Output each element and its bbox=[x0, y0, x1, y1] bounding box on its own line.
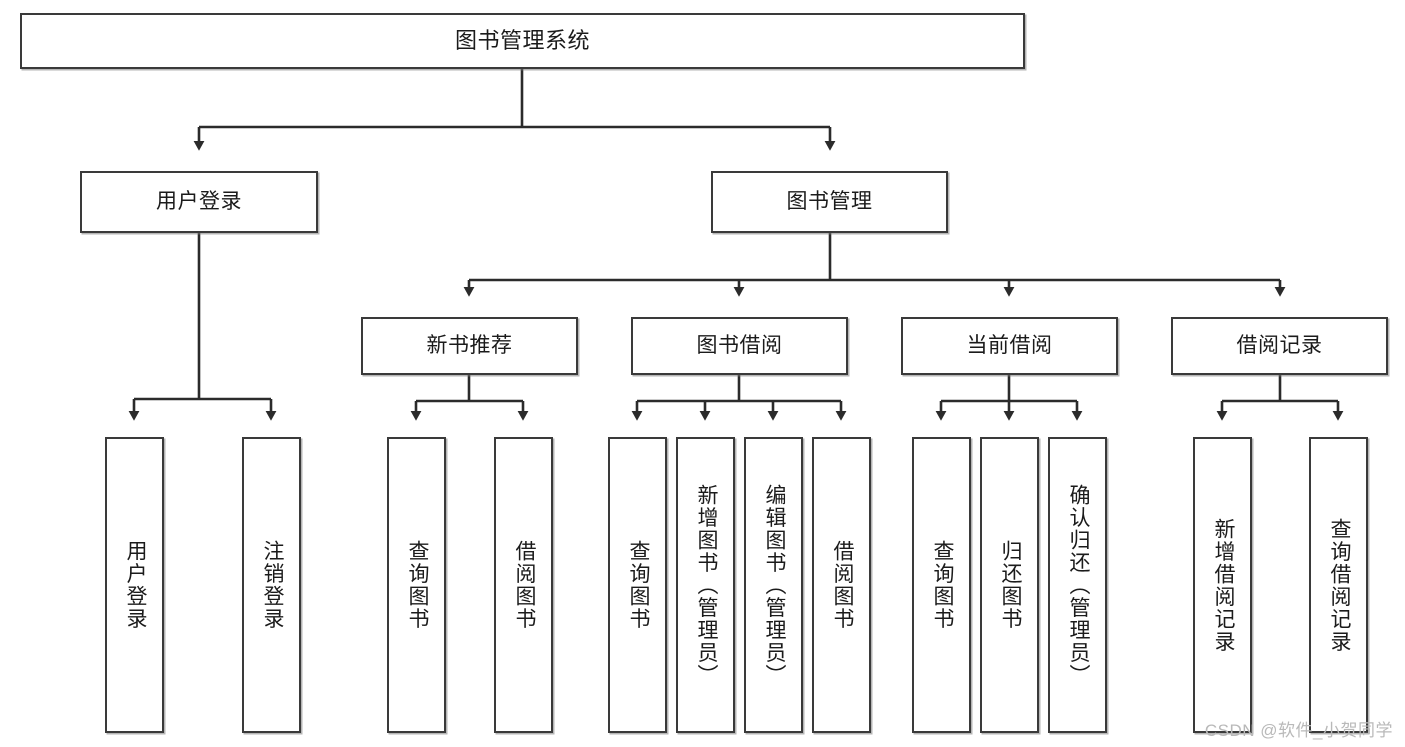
leaf-label: 注销登录 bbox=[260, 540, 284, 630]
leaf-label: 查询图书 bbox=[930, 540, 954, 630]
watermark: CSDN @软件_小贺同学 bbox=[1204, 721, 1393, 740]
node-borrow-record[interactable]: 借阅记录 bbox=[1171, 317, 1388, 375]
leaf-current-borrow-0[interactable]: 查询图书 bbox=[912, 437, 971, 733]
leaf-user-login-1[interactable]: 注销登录 bbox=[242, 437, 301, 733]
node-book-borrow-label: 图书借阅 bbox=[696, 333, 783, 357]
node-user-login-label: 用户登录 bbox=[156, 189, 242, 213]
leaf-label: 确认归还（管理员） bbox=[1066, 483, 1090, 687]
leaf-book-borrow-3[interactable]: 借阅图书 bbox=[812, 437, 871, 733]
leaf-new-book-recommend-0[interactable]: 查询图书 bbox=[387, 437, 446, 733]
leaf-label: 归还图书 bbox=[998, 540, 1022, 630]
node-current-borrow[interactable]: 当前借阅 bbox=[901, 317, 1118, 375]
leaf-label: 查询图书 bbox=[405, 540, 429, 630]
leaf-book-borrow-2[interactable]: 编辑图书（管理员） bbox=[744, 437, 803, 733]
leaf-book-borrow-1[interactable]: 新增图书（管理员） bbox=[676, 437, 735, 733]
leaf-label: 查询图书 bbox=[626, 540, 650, 630]
leaf-current-borrow-1[interactable]: 归还图书 bbox=[980, 437, 1039, 733]
node-borrow-record-label: 借阅记录 bbox=[1236, 333, 1323, 357]
node-root-label: 图书管理系统 bbox=[454, 28, 590, 54]
node-current-borrow-label: 当前借阅 bbox=[966, 333, 1053, 357]
leaf-user-login-0[interactable]: 用户登录 bbox=[105, 437, 164, 733]
leaf-label: 用户登录 bbox=[123, 540, 147, 630]
leaf-borrow-record-0[interactable]: 新增借阅记录 bbox=[1193, 437, 1252, 733]
leaf-label: 借阅图书 bbox=[830, 540, 854, 630]
node-book-management[interactable]: 图书管理 bbox=[711, 171, 948, 233]
node-root[interactable]: 图书管理系统 bbox=[20, 13, 1025, 69]
leaf-label: 新增图书（管理员） bbox=[694, 483, 718, 687]
leaf-label: 查询借阅记录 bbox=[1327, 517, 1351, 653]
node-new-book-recommend-label: 新书推荐 bbox=[426, 333, 513, 357]
leaf-borrow-record-1[interactable]: 查询借阅记录 bbox=[1309, 437, 1368, 733]
node-new-book-recommend[interactable]: 新书推荐 bbox=[361, 317, 578, 375]
leaf-label: 新增借阅记录 bbox=[1211, 517, 1235, 653]
leaf-label: 编辑图书（管理员） bbox=[762, 483, 786, 687]
node-book-borrow[interactable]: 图书借阅 bbox=[631, 317, 848, 375]
node-user-login[interactable]: 用户登录 bbox=[80, 171, 318, 233]
leaf-book-borrow-0[interactable]: 查询图书 bbox=[608, 437, 667, 733]
node-book-management-label: 图书管理 bbox=[786, 189, 873, 213]
leaf-current-borrow-2[interactable]: 确认归还（管理员） bbox=[1048, 437, 1107, 733]
leaf-label: 借阅图书 bbox=[512, 540, 536, 630]
leaf-new-book-recommend-1[interactable]: 借阅图书 bbox=[494, 437, 553, 733]
